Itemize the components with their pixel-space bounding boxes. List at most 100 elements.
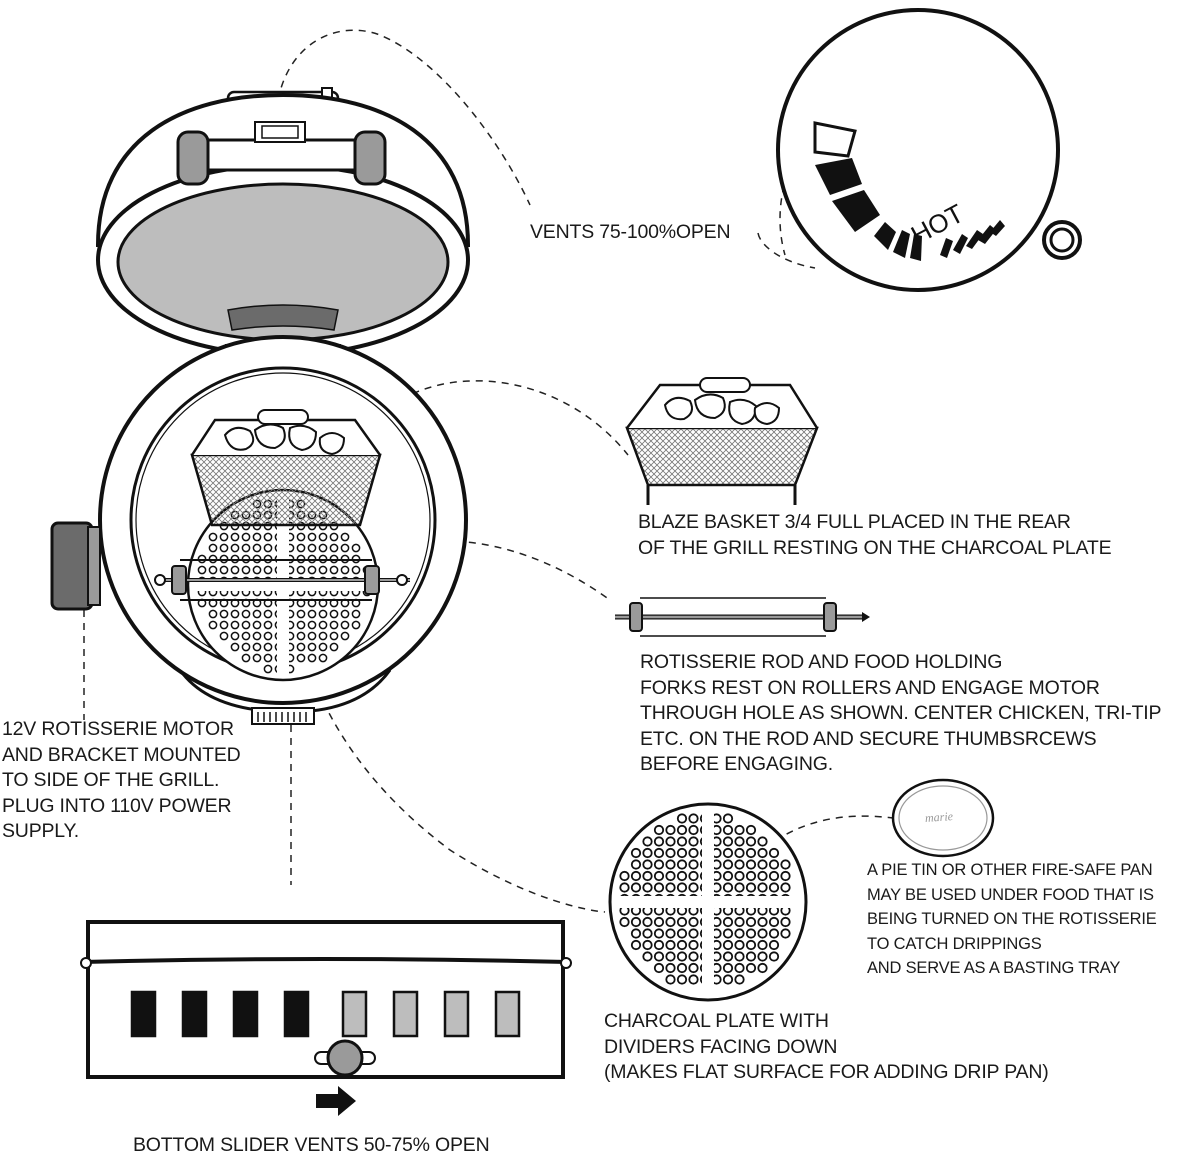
rotisserie-rod-label: ROTISSERIE ROD AND FOOD HOLDING FORKS RE…	[640, 650, 1162, 778]
plate-hole	[676, 928, 688, 939]
plate-hole	[722, 813, 734, 824]
plate-hole	[780, 916, 791, 928]
plate-hole	[252, 653, 262, 663]
plate-hole	[351, 543, 361, 553]
plate-hole	[208, 532, 218, 542]
plate-hole	[676, 939, 688, 951]
label-line: A PIE TIN OR OTHER FIRE-SAFE PAN	[867, 861, 1153, 879]
label-line: AND BRACKET MOUNTED	[2, 743, 241, 766]
plate-hole	[340, 620, 350, 630]
plate-hole	[676, 813, 688, 824]
plate-hole	[630, 870, 642, 882]
plate-hole	[318, 653, 328, 663]
plate-hole	[296, 620, 306, 630]
motor-label: 12V ROTISSERIE MOTOR AND BRACKET MOUNTED…	[2, 717, 241, 845]
vent-dial: HOT	[776, 8, 1082, 292]
plate-hole	[619, 882, 630, 893]
plate-hole	[757, 962, 768, 974]
label-line: OF THE GRILL RESTING ON THE CHARCOAL PLA…	[638, 536, 1112, 559]
plate-hole	[757, 939, 768, 951]
plate-hole	[757, 928, 768, 939]
plate-hole	[219, 543, 229, 553]
plate-hole	[642, 870, 653, 882]
plate-hole	[263, 543, 273, 553]
plate-hole	[252, 565, 262, 575]
plate-hole	[722, 939, 734, 951]
plate-hole	[329, 631, 339, 641]
plate-hole	[208, 543, 218, 553]
plate-hole	[630, 916, 642, 928]
plate-hole	[642, 836, 653, 847]
rotisserie-rod-illustration	[615, 597, 870, 637]
plate-hole	[329, 620, 339, 630]
plate-hole	[329, 543, 339, 553]
plate-hole	[230, 609, 240, 619]
plate-hole	[653, 882, 665, 893]
plate-hole	[722, 824, 734, 836]
plate-hole	[318, 532, 328, 542]
plate-hole	[745, 939, 757, 951]
plate-hole	[219, 609, 229, 619]
plate-hole	[665, 870, 676, 882]
plate-hole	[230, 631, 240, 641]
plate-hole	[757, 859, 768, 870]
plate-hole	[768, 951, 780, 962]
plate-hole	[676, 916, 688, 928]
plate-hole	[653, 847, 665, 859]
plate-hole	[722, 847, 734, 859]
plate-hole	[757, 836, 768, 847]
plate-hole	[665, 882, 676, 893]
plate-hole	[307, 631, 317, 641]
plate-hole	[307, 532, 317, 542]
blaze-basket-label: BLAZE BASKET 3/4 FULL PLACED IN THE REAR…	[638, 510, 1112, 561]
plate-hole	[630, 882, 642, 893]
plate-hole	[296, 653, 306, 663]
plate-hole	[340, 609, 350, 619]
label-line: TO CATCH DRIPPINGS	[867, 934, 1042, 953]
plate-hole	[745, 882, 757, 893]
plate-hole	[745, 870, 757, 882]
pie-tin-label: A PIE TIN OR OTHER FIRE-SAFE PAN MAY BE …	[867, 858, 1157, 981]
plate-hole	[230, 532, 240, 542]
plate-hole	[296, 543, 306, 553]
plate-hole	[676, 836, 688, 847]
plate-hole	[307, 543, 317, 553]
plate-hole	[745, 962, 757, 974]
plate-hole	[296, 532, 306, 542]
plate-hole	[665, 847, 676, 859]
plate-hole	[757, 870, 768, 882]
plate-hole	[252, 609, 262, 619]
plate-hole	[745, 951, 757, 962]
plate-hole	[665, 916, 676, 928]
plate-hole	[745, 836, 757, 847]
plate-hole	[653, 928, 665, 939]
vent-opening-marks	[813, 121, 1005, 261]
plate-hole	[653, 870, 665, 882]
plate-hole	[780, 859, 791, 870]
pie-tin-brand: marie	[924, 809, 954, 825]
plate-hole	[757, 951, 768, 962]
plate-hole	[230, 565, 240, 575]
plate-hole	[230, 620, 240, 630]
plate-hole	[688, 916, 699, 928]
plate-hole	[307, 565, 317, 575]
plate-hole	[263, 631, 273, 641]
plate-hole	[208, 565, 218, 575]
plate-hole	[688, 859, 699, 870]
plate-hole	[688, 847, 699, 859]
plate-hole	[745, 847, 757, 859]
plate-hole	[734, 939, 745, 951]
plate-hole	[665, 859, 676, 870]
plate-hole	[241, 653, 251, 663]
plate-hole	[665, 824, 676, 836]
plate-hole	[241, 609, 251, 619]
label-line: (MAKES FLAT SURFACE FOR ADDING DRIP PAN)	[604, 1061, 1049, 1083]
plate-hole	[318, 620, 328, 630]
label-line: SUPPLY.	[2, 820, 80, 842]
plate-hole	[263, 620, 273, 630]
plate-hole	[329, 565, 339, 575]
slide-direction-arrow	[316, 1086, 356, 1116]
plate-hole	[642, 859, 653, 870]
plate-hole	[688, 824, 699, 836]
charcoal-plate-label: CHARCOAL PLATE WITH DIVIDERS FACING DOWN…	[604, 1009, 1049, 1086]
